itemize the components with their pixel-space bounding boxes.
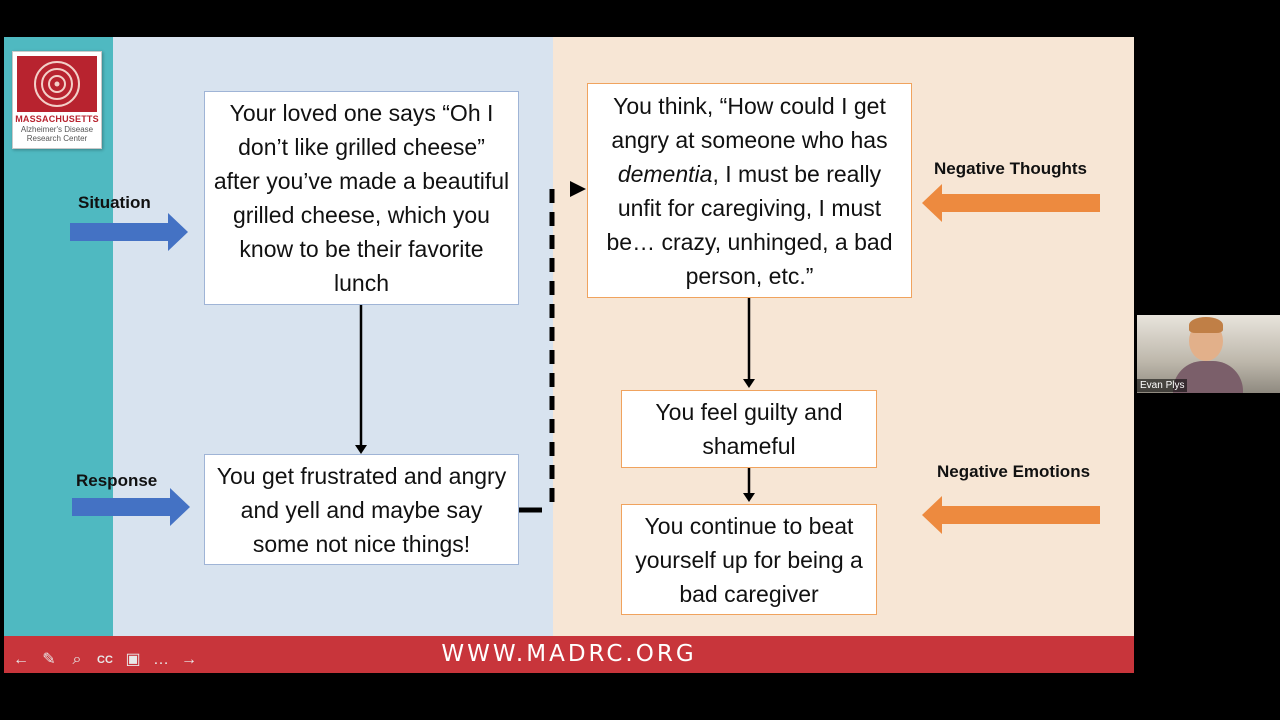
more-icon[interactable]: …: [153, 651, 169, 668]
video-off-icon[interactable]: ▣: [125, 651, 141, 668]
logo-title: MASSACHUSETTS: [15, 114, 99, 124]
slide-footer: ← ✎ ⌕ CC ▣ … → WWW.MADRC.ORG: [4, 636, 1134, 673]
footer-url: WWW.MADRC.ORG: [441, 641, 697, 667]
presentation-toolbar: ← ✎ ⌕ CC ▣ … →: [10, 649, 200, 671]
pen-icon[interactable]: ✎: [42, 651, 56, 668]
participant-video[interactable]: Evan Plys: [1137, 315, 1280, 393]
situation-arrow: [70, 213, 188, 251]
label-negative-emotions: Negative Emotions: [937, 462, 1091, 481]
negative-emotions-arrow: [922, 496, 1100, 534]
logo-subtitle: Alzheimer's Disease Research Center: [20, 125, 94, 143]
zoom-icon[interactable]: ⌕: [72, 651, 82, 668]
arrow-right-icon[interactable]: →: [181, 651, 197, 668]
flow-connectors: [70, 181, 1100, 534]
response-arrow: [72, 488, 190, 526]
presentation-slide: MASSACHUSETTS Alzheimer's Disease Resear…: [4, 37, 1134, 673]
negative-thoughts-arrow: [922, 184, 1100, 222]
feel-box: You feel guilty and shameful: [621, 390, 877, 468]
continue-box: You continue to beat yourself up for bei…: [621, 504, 877, 615]
thought-box: You think, “How could I get angry at som…: [587, 83, 912, 298]
label-negative-thoughts: Negative Thoughts: [934, 159, 1088, 178]
label-situation: Situation: [78, 193, 151, 212]
down-arrow-feel: [743, 468, 755, 502]
response-box: You get frustrated and angry and yell an…: [204, 454, 519, 565]
madrc-logo: MASSACHUSETTS Alzheimer's Disease Resear…: [12, 51, 102, 149]
arrow-left-icon[interactable]: ←: [13, 651, 29, 668]
dashed-connector: [518, 181, 586, 513]
down-arrow-thought: [743, 298, 755, 388]
label-response: Response: [76, 471, 158, 490]
logo-mark: [17, 56, 97, 112]
participant-name: Evan Plys: [1137, 379, 1188, 392]
situation-box: Your loved one says “Oh I don’t like gri…: [204, 91, 519, 305]
cc-button[interactable]: CC: [97, 654, 113, 666]
down-arrow-situation: [355, 305, 367, 454]
participant-hair: [1189, 317, 1223, 333]
